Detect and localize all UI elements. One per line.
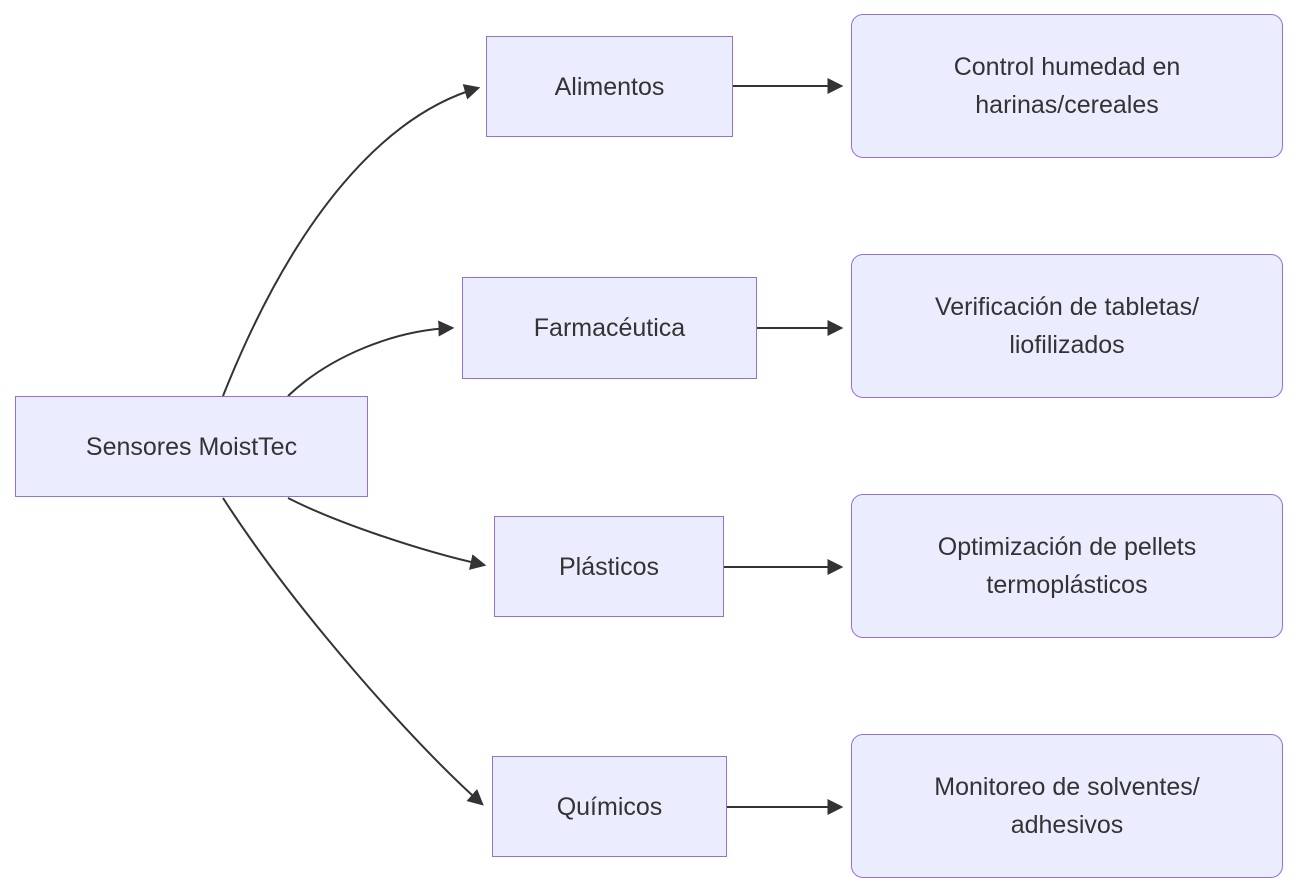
node-category-alimentos: Alimentos bbox=[486, 36, 733, 137]
node-category-label: Plásticos bbox=[558, 552, 660, 581]
application-line: termoplásticos bbox=[986, 571, 1148, 599]
node-category-plasticos: Plásticos bbox=[494, 516, 724, 617]
application-line: Control humedad en bbox=[953, 53, 1181, 81]
node-application-plasticos: Optimización de pellets termoplásticos bbox=[851, 494, 1283, 638]
application-line: liofilizados bbox=[1009, 331, 1125, 359]
edge-root-to-quimicos bbox=[222, 497, 484, 806]
edge-root-to-alimentos bbox=[222, 84, 481, 397]
edge-root-to-farmaceutica bbox=[287, 320, 455, 397]
node-application-farmaceutica: Verificación de tabletas/ liofilizados bbox=[851, 254, 1283, 398]
node-category-label: Alimentos bbox=[554, 72, 665, 101]
node-category-farmaceutica: Farmacéutica bbox=[462, 277, 757, 379]
node-category-label: Farmacéutica bbox=[533, 314, 686, 342]
application-line: Verificación de tabletas/ bbox=[934, 293, 1200, 321]
application-line: adhesivos bbox=[1010, 811, 1124, 839]
node-application-alimentos: Control humedad en harinas/cereales bbox=[851, 14, 1283, 158]
application-line: harinas/cereales bbox=[975, 91, 1159, 119]
node-category-quimicos: Químicos bbox=[492, 756, 727, 857]
application-line: Monitoreo de solventes/ bbox=[934, 773, 1200, 801]
node-root-label: Sensores MoistTec bbox=[85, 432, 298, 461]
node-application-quimicos: Monitoreo de solventes/ adhesivos bbox=[851, 734, 1283, 878]
node-root: Sensores MoistTec bbox=[15, 396, 368, 497]
edge-root-to-plasticos bbox=[287, 497, 487, 570]
application-line: Optimización de pellets bbox=[937, 533, 1197, 561]
node-category-label: Químicos bbox=[556, 792, 663, 821]
